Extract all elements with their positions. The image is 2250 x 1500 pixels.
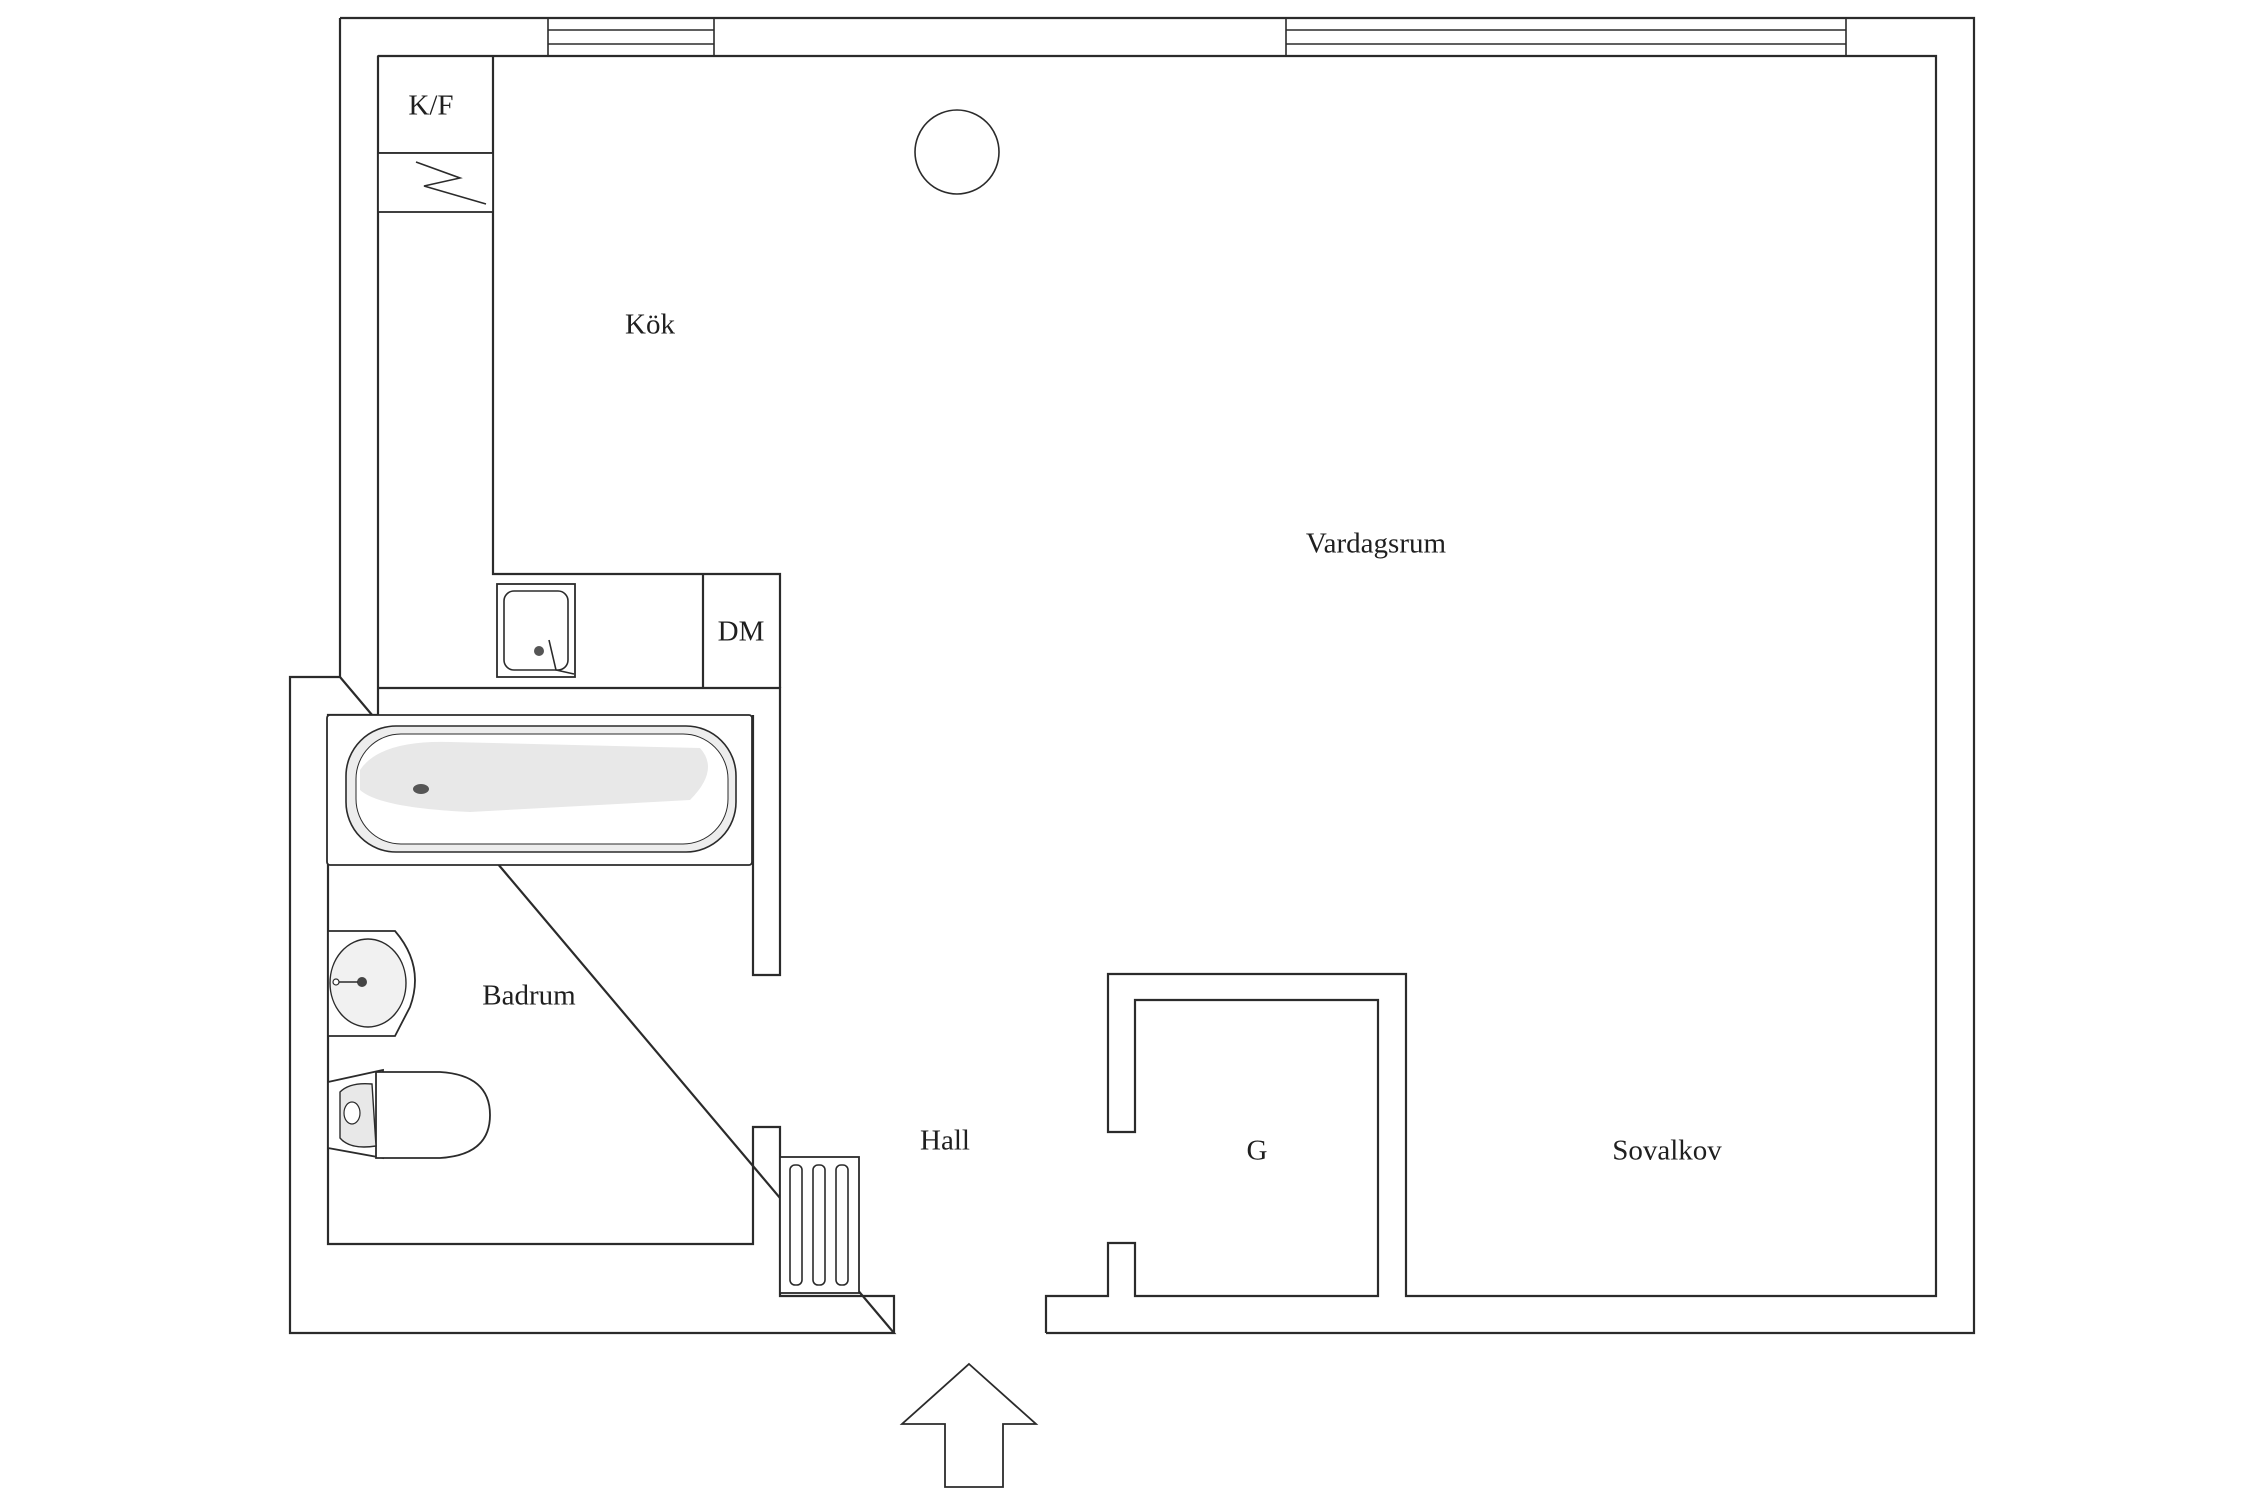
washbasin-icon — [327, 930, 416, 1037]
room-label-badrum: Badrum — [482, 980, 576, 1012]
room-label-vardagsrum: Vardagsrum — [1306, 528, 1447, 560]
window-left — [547, 17, 715, 57]
toilet-icon — [327, 1068, 491, 1160]
entrance-arrow-icon — [899, 1362, 1039, 1488]
electric-panel-icon — [377, 152, 494, 213]
room-label-g: G — [1247, 1135, 1268, 1167]
radiator-icon — [779, 1156, 860, 1294]
bathtub-icon — [326, 714, 753, 866]
room-label-dm: DM — [718, 616, 765, 648]
window-right — [1285, 17, 1847, 57]
kitchen-partition — [378, 686, 782, 977]
room-label-kok: Kök — [625, 309, 675, 341]
outer-wall — [288, 16, 1976, 1335]
kitchen-sink-icon — [496, 583, 576, 678]
room-label-kf: K/F — [408, 90, 453, 122]
room-label-sovalkov: Sovalkov — [1612, 1135, 1722, 1167]
inner-wall-line — [378, 54, 1938, 1333]
room-label-hall: Hall — [920, 1125, 970, 1157]
ceiling-lamp-icon — [914, 109, 1000, 195]
